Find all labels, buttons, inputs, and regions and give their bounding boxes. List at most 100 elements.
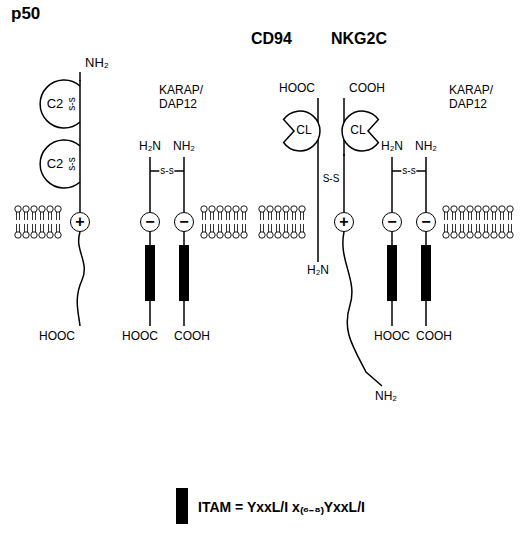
lipid-bilayer [15, 206, 61, 238]
lipid-tail [43, 212, 44, 220]
lipid-head [55, 206, 61, 212]
lipid-tail [40, 212, 41, 220]
domain-outline-path [342, 111, 378, 151]
chain-label: HOOC [373, 330, 411, 344]
lipid-tail [35, 212, 36, 220]
lipid-tail [492, 212, 493, 220]
lipid-tail [19, 224, 20, 232]
lipid-tail [508, 224, 509, 232]
lipid-head [451, 206, 457, 212]
lipid [233, 206, 239, 238]
lipid-bilayer [443, 206, 513, 238]
lipid-tail [59, 212, 60, 220]
lipid [475, 206, 481, 238]
lipid-head [233, 206, 239, 212]
lipid-head [15, 206, 21, 212]
chain-label: NH₂ [84, 56, 110, 71]
chains [77, 72, 431, 386]
lipid-tail [24, 212, 25, 220]
lipid-tail [468, 224, 469, 232]
lipid [55, 206, 61, 238]
lipid-tail [276, 224, 277, 232]
polypeptide-chain [79, 188, 81, 212]
lipid-tail [213, 212, 214, 220]
lipid-tail [503, 212, 504, 220]
lipid-head [31, 206, 37, 212]
lipid-tail [284, 212, 285, 220]
domain-label: + [75, 213, 84, 231]
lipid-head [259, 206, 265, 212]
chain-label: HOOC [278, 82, 316, 96]
chain-label: KARAP/ DAP12 [158, 84, 216, 112]
lipid-tail [284, 224, 285, 232]
lipid-head [475, 232, 481, 238]
lipid-tail [479, 212, 480, 220]
lipid [283, 206, 289, 238]
itam-bar [387, 245, 397, 301]
lipid [507, 206, 513, 238]
lipid-tail [276, 212, 277, 220]
lipid-tail [295, 212, 296, 220]
domain-loop [40, 80, 80, 128]
charge-circle: − [416, 212, 436, 232]
lipid-head [47, 232, 53, 238]
lipid-head [233, 232, 239, 238]
lipid [499, 206, 505, 238]
lipid-tail [48, 224, 49, 232]
lipid [241, 206, 247, 238]
lipid-head [23, 232, 29, 238]
domain-label: C2 [47, 97, 64, 111]
dap12-chain [425, 232, 427, 245]
lipid-head [47, 206, 53, 212]
lipid-bilayer [201, 206, 247, 238]
chain-label: HOOC [121, 330, 159, 344]
lipid-tail [452, 212, 453, 220]
dap12-chain [149, 232, 151, 245]
lipid [275, 206, 281, 238]
p50-chain [79, 72, 81, 81]
lipid-tail [27, 224, 28, 232]
domain-label: + [339, 213, 348, 231]
lipid-tail [56, 212, 57, 220]
lipid-tail [303, 224, 304, 232]
lipid-tail [495, 224, 496, 232]
lipid-tail [210, 224, 211, 232]
lipid-tail [40, 224, 41, 232]
lipid [467, 206, 473, 238]
lipid-head [225, 232, 231, 238]
lipid-tail [479, 224, 480, 232]
lipid-tail [455, 224, 456, 232]
lipid-head [499, 232, 505, 238]
lipid-head [39, 206, 45, 212]
lipid-tail [471, 212, 472, 220]
lipid [31, 206, 37, 238]
lipid-tail [292, 224, 293, 232]
lipid-tail [287, 224, 288, 232]
legend-swatch [176, 488, 188, 524]
lipid-tail [43, 224, 44, 232]
chain-label: HOOC [38, 330, 76, 344]
lectin-domain: CL [270, 108, 326, 154]
lipid [217, 206, 223, 238]
lipid [451, 206, 457, 238]
chain-label: H₂N [306, 264, 330, 278]
domain-label: − [179, 213, 188, 231]
molecule-name: CD94 [250, 30, 293, 48]
chain-label: NH₂ [172, 140, 196, 154]
lipid-head [467, 232, 473, 238]
lipid [259, 206, 265, 238]
lipid-tail [19, 212, 20, 220]
dap12-chain [425, 157, 427, 212]
chain-label: s-s [66, 156, 78, 171]
lipid-tail [300, 212, 301, 220]
domain-label: C2 [47, 157, 64, 171]
polypeptide-chain [343, 154, 345, 212]
lipid-head [283, 232, 289, 238]
chain-label: S-S [322, 173, 341, 185]
lipid-tail [287, 212, 288, 220]
molecule-name: p50 [10, 4, 41, 24]
lipid-tail [51, 224, 52, 232]
dap12-chain [149, 157, 151, 212]
lipid-tail [460, 224, 461, 232]
lipid-head [299, 232, 305, 238]
